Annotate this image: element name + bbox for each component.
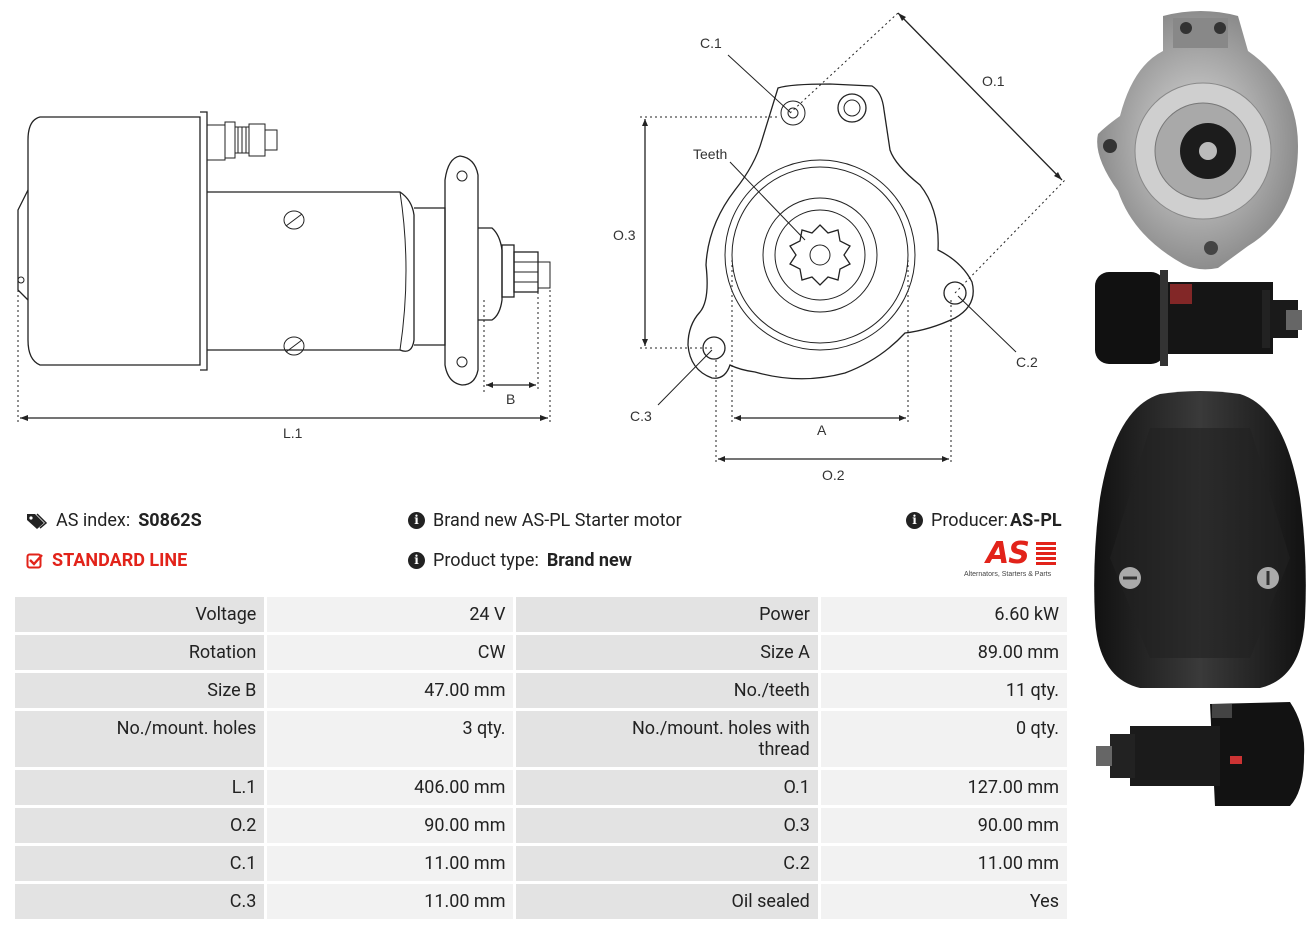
logo-text: AS [986,536,1030,571]
dim-label-c1: C.1 [700,35,722,51]
spec-value: 406.00 mm [267,770,514,805]
spec-value: 11.00 mm [820,846,1067,881]
spec-label: No./teeth [516,673,818,708]
spec-label: Rotation [15,635,265,670]
spec-label: Size B [15,673,265,708]
spec-value: 90.00 mm [820,808,1067,843]
dim-label-o3: O.3 [613,227,636,243]
spec-label: C.3 [15,884,265,919]
product-photo-side [1095,270,1302,366]
info-icon: i [906,512,923,529]
logo-stripes [1036,542,1056,566]
spec-label: No./mount. holes [15,711,265,767]
as-index-value: S0862S [138,510,202,531]
spec-value: 47.00 mm [267,673,514,708]
producer-value: AS-PL [1010,510,1062,531]
description: i Brand new AS-PL Starter motor [408,510,682,531]
spec-label: O.3 [516,808,818,843]
product-photo-cover [1094,391,1306,688]
producer: i Producer: AS-PL [906,510,1062,531]
logo-tagline: Alternators, Starters & Parts [964,571,1052,578]
product-type-value: Brand new [546,550,632,571]
spec-label: L.1 [15,770,265,805]
spec-label: C.1 [15,846,265,881]
spec-label: O.2 [15,808,265,843]
dim-label-c3: C.3 [630,408,652,424]
standard-line-label: STANDARD LINE [52,550,188,571]
producer-label: Producer: [931,510,1009,531]
spec-label: No./mount. holes with thread [516,711,818,767]
dim-label-o2: O.2 [822,467,845,483]
spec-value: 90.00 mm [267,808,514,843]
spec-value: 6.60 kW [820,597,1067,632]
product-photo-front [1097,11,1298,270]
spec-value: 11 qty. [820,673,1067,708]
spec-value: Yes [820,884,1067,919]
dim-label-b: B [506,391,515,407]
dim-label-a: A [817,422,827,438]
spec-label: O.1 [516,770,818,805]
spec-label: Voltage [15,597,265,632]
side-view-drawing: L.1 B [17,111,551,441]
spec-value: 0 qty. [820,711,1067,767]
spec-value: 3 qty. [267,711,514,767]
dim-label-o1: O.1 [982,73,1005,89]
spec-value: 89.00 mm [820,635,1067,670]
info-icon: i [408,512,425,529]
product-type: i Product type: Brand new [408,550,632,571]
spec-label: Oil sealed [516,884,818,919]
as-index-label: AS index: [56,510,131,531]
as-pl-logo: AS Alternators, Starters & Parts [964,538,1070,584]
product-type-label: Product type: [433,550,539,571]
dim-label-c2: C.2 [1016,354,1038,370]
spec-label: Power [516,597,818,632]
as-index: AS index: S0862S [26,510,202,531]
dim-label-teeth: Teeth [693,146,727,162]
description-text: Brand new AS-PL Starter motor [433,510,682,531]
info-icon: i [408,552,425,569]
spec-value: 11.00 mm [267,846,514,881]
front-view-drawing: C.1 O.1 Teeth O.3 C.2 C.3 A O.2 [613,12,1066,483]
spec-label: C.2 [516,846,818,881]
product-photo-angle [1096,702,1305,806]
dim-label-l1: L.1 [283,425,303,441]
product-line: STANDARD LINE [26,550,187,571]
tags-icon [27,512,48,529]
spec-value: 127.00 mm [820,770,1067,805]
checkbox-icon [26,553,43,568]
spec-value: 24 V [267,597,514,632]
spec-value: 11.00 mm [267,884,514,919]
spec-label: Size A [516,635,818,670]
spec-value: CW [267,635,514,670]
